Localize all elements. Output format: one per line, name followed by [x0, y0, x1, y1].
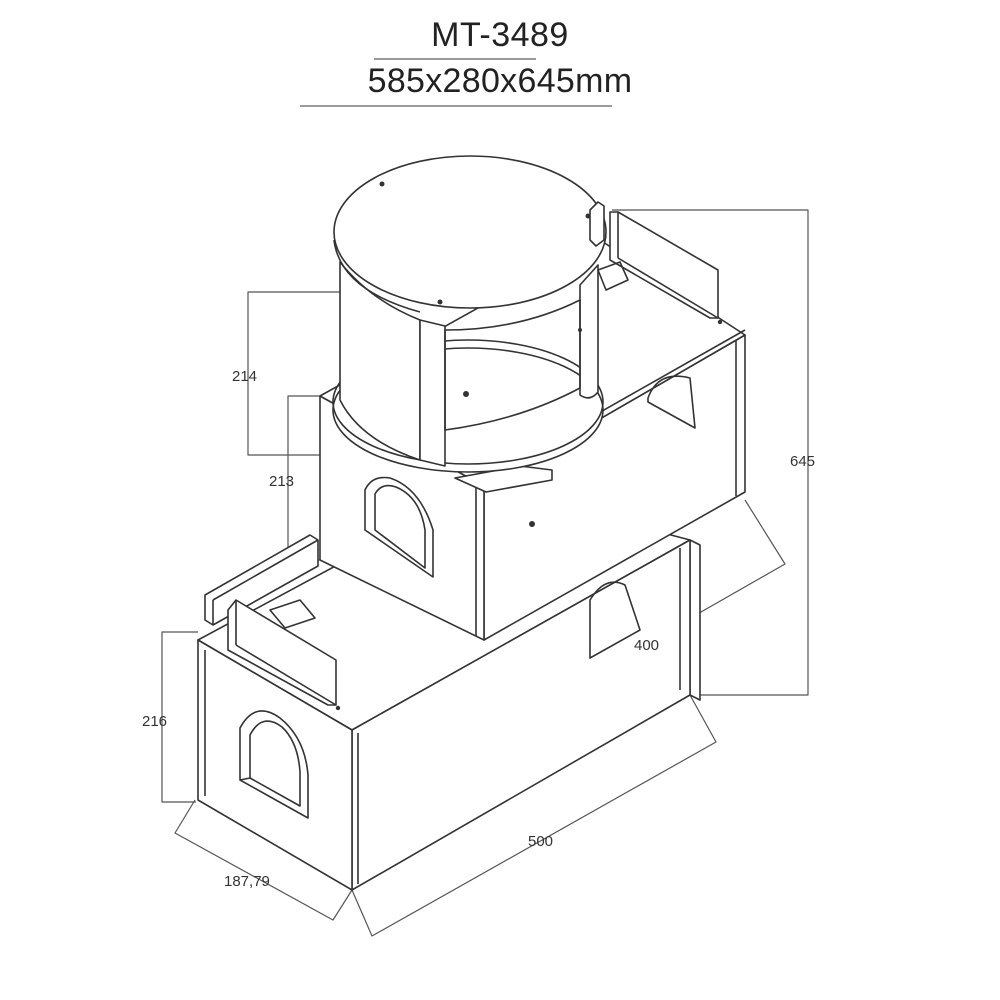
bottom-width-dimension-line	[174, 799, 353, 921]
bottom-side-rails	[204, 534, 341, 711]
middle-height-label: 213	[269, 473, 294, 490]
model-number: MT-3489	[431, 16, 569, 54]
middle-side-rail	[597, 211, 723, 325]
cylinder-height-dimension-line	[247, 291, 372, 456]
bottom-box-front-opening	[589, 581, 641, 659]
bottom-length-dimension-line	[351, 694, 717, 937]
dimensions-underline	[300, 105, 612, 107]
bottom-height-dimension-line	[161, 631, 198, 803]
total-height-label: 645	[790, 453, 815, 470]
overall-dimensions: 585x280x645mm	[367, 62, 633, 100]
middle-depth-label: 400	[634, 637, 659, 654]
dimension-labels: 214 213 645 400 216 500 187,79	[142, 368, 815, 890]
screw-dot	[529, 521, 535, 527]
bottom-length-label: 500	[528, 833, 553, 850]
cylinder-top-house	[332, 155, 607, 493]
rail-slot-upper	[597, 261, 629, 291]
cylinder-bracket	[589, 201, 605, 247]
screw-dot	[379, 181, 385, 187]
middle-box-door-opening	[364, 476, 434, 578]
cylinder-height-label: 214	[232, 368, 257, 385]
screw-dot	[437, 299, 443, 305]
bottom-width-label: 187,79	[224, 873, 270, 890]
cylinder-wall-right	[579, 264, 599, 399]
middle-box-side-opening	[647, 375, 696, 429]
total-height-dimension-line	[612, 209, 809, 696]
rail-slot	[269, 599, 316, 629]
cylinder-wall-edge	[419, 319, 446, 467]
bottom-box-back-edge	[689, 539, 701, 701]
bottom-height-label: 216	[142, 713, 167, 730]
title-block: MT-3489 585x280x645mm	[0, 0, 1000, 110]
model-underline	[374, 58, 536, 60]
screw-dot	[463, 391, 469, 397]
cylinder-top-disc	[333, 155, 607, 309]
